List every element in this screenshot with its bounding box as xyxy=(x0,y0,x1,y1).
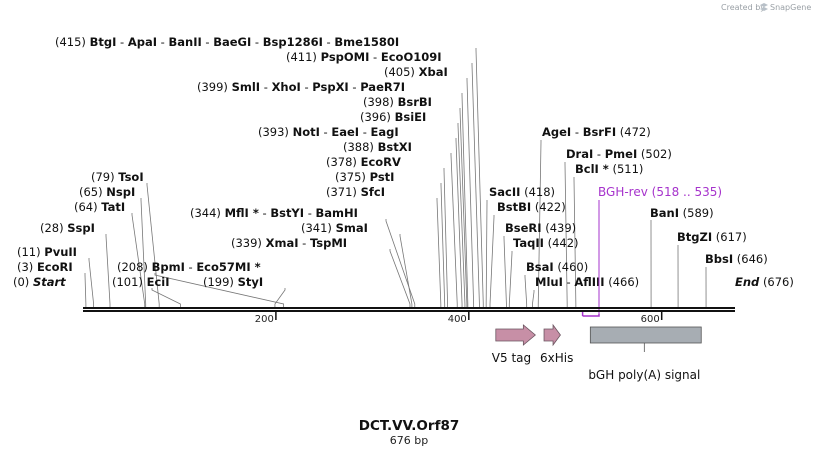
site-label-g01[interactable]: (415) BtgI - ApaI - BanII - BaeGI - Bsp1… xyxy=(55,35,399,49)
ruler-tick-label-600: 600 xyxy=(641,314,660,325)
feature-arrow-1 xyxy=(543,323,561,347)
feature-label-0: V5 tag xyxy=(492,351,531,365)
leader-line-g08 xyxy=(450,153,458,308)
site-label-g21[interactable]: (0) Start xyxy=(13,275,66,289)
credit-prefix: Created by xyxy=(721,3,765,12)
leader-line-g28 xyxy=(485,200,488,308)
site-label-g29[interactable]: BstBI (422) xyxy=(497,200,566,214)
leader-line-g11 xyxy=(436,198,442,308)
site-label-g05[interactable]: (398) BsrBI xyxy=(363,95,432,109)
site-label-g20[interactable]: (3) EcoRI xyxy=(17,260,73,274)
site-label-g17[interactable]: (64) TatI xyxy=(74,200,125,214)
leader-line-g15 xyxy=(146,183,160,308)
leader-line-g27 xyxy=(573,177,577,308)
leader-line-g03 xyxy=(466,78,475,308)
site-label-g12[interactable]: (344) MflI * - BstYI - BamHI xyxy=(190,206,358,220)
site-label-g02[interactable]: (411) PspOMI - EcoO109I xyxy=(286,50,442,64)
feature-label-1: 6xHis xyxy=(540,351,573,365)
feature-box-2 xyxy=(589,326,702,344)
snapgene-logo-icon xyxy=(760,3,768,11)
site-label-g24[interactable]: (199) StyI xyxy=(203,275,263,289)
site-label-g11[interactable]: (371) SfcI xyxy=(326,185,385,199)
primer-bgh-rev[interactable]: BGH-rev (518 .. 535) xyxy=(581,185,722,317)
leader-line-g25 xyxy=(537,140,542,308)
site-label-g25[interactable]: AgeI - BsrFI (472) xyxy=(542,125,651,139)
site-label-g03[interactable]: (405) XbaI xyxy=(384,65,448,79)
leader-line-g04 xyxy=(461,93,469,308)
site-label-g06[interactable]: (396) BsiEI xyxy=(360,110,426,124)
site-label-g15[interactable]: (79) TsoI xyxy=(91,170,144,184)
site-label-g14[interactable]: (339) XmaI - TspMI xyxy=(231,236,347,250)
site-label-g18[interactable]: (28) SspI xyxy=(40,221,95,235)
leader-line-g12 xyxy=(385,219,416,308)
site-label-g34[interactable]: BanI (589) xyxy=(650,206,714,220)
leader-line-g06 xyxy=(457,123,466,308)
feature-label-2: bGH poly(A) signal xyxy=(588,368,700,382)
site-label-g32[interactable]: BsaI (460) xyxy=(526,260,588,274)
leader-line-g13 xyxy=(399,234,413,308)
site-label-g37[interactable]: End (676) xyxy=(735,275,794,289)
leader-line-g02 xyxy=(471,63,480,308)
site-label-g16[interactable]: (65) NspI xyxy=(79,185,135,199)
credit: Created by SnapGene xyxy=(721,3,811,12)
leader-line-g30 xyxy=(503,236,507,308)
site-label-g07[interactable]: (393) NotI - EaeI - EagI xyxy=(258,125,399,139)
ruler-ticks: 200 400 600 xyxy=(255,311,663,325)
leader-line-g32 xyxy=(524,275,528,308)
site-label-g36[interactable]: BbsI (646) xyxy=(705,252,768,266)
leader-line-g22 xyxy=(154,273,285,308)
leader-line-g01 xyxy=(475,48,484,308)
restriction-site-labels: (415) BtgI - ApaI - BanII - BaeGI - Bsp1… xyxy=(13,35,794,289)
leader-line-g29 xyxy=(489,215,495,308)
leader-line-g18 xyxy=(105,234,111,308)
site-label-g30[interactable]: BseRI (439) xyxy=(505,221,576,235)
leader-line-g24 xyxy=(274,288,286,308)
site-label-g28[interactable]: SacII (418) xyxy=(489,185,555,199)
ruler-tick-label-200: 200 xyxy=(255,314,274,325)
feature-arrow-0 xyxy=(495,324,536,346)
credit-brand: SnapGene xyxy=(770,3,811,12)
leader-line-g23 xyxy=(151,288,181,308)
site-label-g10[interactable]: (375) PstI xyxy=(335,170,394,184)
site-label-g27[interactable]: BclI * (511) xyxy=(575,162,643,176)
site-label-g33[interactable]: MluI - AflIII (466) xyxy=(535,275,639,289)
site-label-g26[interactable]: DraI - PmeI (502) xyxy=(566,147,672,161)
leader-line-g33 xyxy=(532,290,535,308)
site-label-g23[interactable]: (101) EciI xyxy=(112,275,170,289)
site-label-g09[interactable]: (378) EcoRV xyxy=(326,155,401,169)
leader-line-g20 xyxy=(84,273,87,308)
site-label-g19[interactable]: (11) PvuII xyxy=(17,245,77,259)
site-label-g04[interactable]: (399) SmlI - XhoI - PspXI - PaeR7I xyxy=(197,80,405,94)
primer-label: BGH-rev (518 .. 535) xyxy=(598,185,722,199)
leader-line-g05 xyxy=(459,108,468,308)
site-label-g22[interactable]: (208) BpmI - Eco57MI * xyxy=(117,260,261,274)
leader-line-g31 xyxy=(508,251,513,308)
site-label-g13[interactable]: (341) SmaI xyxy=(301,221,368,235)
leader-line-g09 xyxy=(443,168,448,308)
map-title: DCT.VV.Orf87 xyxy=(359,418,459,434)
site-label-g31[interactable]: TaqII (442) xyxy=(513,236,579,250)
map-length: 676 bp xyxy=(390,434,428,447)
leader-line-g17 xyxy=(131,213,146,308)
leader-line-g19 xyxy=(88,258,95,308)
leader-line-g07 xyxy=(455,138,463,308)
site-leader-lines xyxy=(84,48,707,308)
site-label-g08[interactable]: (388) BstXI xyxy=(343,140,412,154)
primer-bar xyxy=(582,314,600,317)
leader-line-g16 xyxy=(140,198,147,308)
sequence-backbone xyxy=(83,307,735,312)
sequence-features: V5 tag 6xHis bGH poly(A) signal xyxy=(492,323,702,382)
leader-line-g26 xyxy=(564,162,568,308)
leader-line-g14 xyxy=(389,249,411,308)
primer-arrow xyxy=(581,200,600,317)
leader-line-g10 xyxy=(440,183,446,308)
ruler-tick-label-400: 400 xyxy=(448,314,467,325)
site-label-g35[interactable]: BtgZI (617) xyxy=(677,230,747,244)
